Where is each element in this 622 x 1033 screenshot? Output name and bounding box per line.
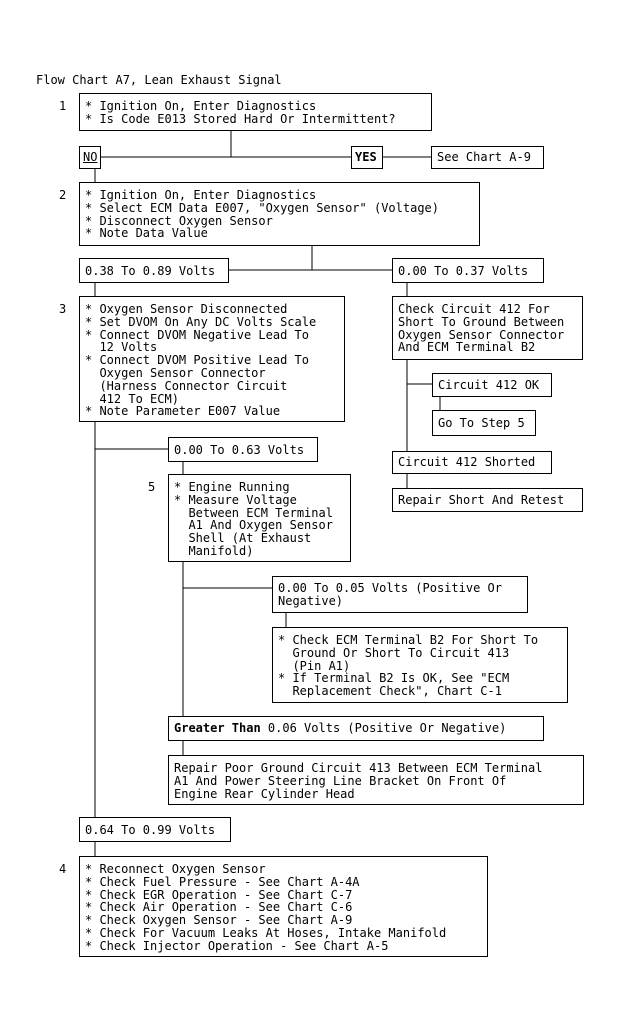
answer-yes-label: YES [355,150,377,164]
answer-no: NO [79,146,101,169]
step4-box: * Reconnect Oxygen Sensor * Check Fuel P… [79,856,488,957]
chart-title: Flow Chart A7, Lean Exhaust Signal [36,73,282,87]
see-chart-a9-box: See Chart A-9 [431,146,544,169]
range-000-037-box: 0.00 To 0.37 Volts [392,258,544,283]
check-ecm-b2-box: * Check ECM Terminal B2 For Short To Gro… [272,627,568,703]
step2-box: * Ignition On, Enter Diagnostics * Selec… [79,182,480,246]
step1-box: * Ignition On, Enter Diagnostics * Is Co… [79,93,432,131]
repair-short-retest-box: Repair Short And Retest [392,488,583,512]
answer-no-label: NO [83,150,98,164]
greater-than-rest: 0.06 Volts (Positive Or Negative) [260,721,507,735]
step-number-4: 4 [59,862,67,876]
repair-poor-ground-box: Repair Poor Ground Circuit 413 Between E… [168,755,584,805]
range-000-005-box: 0.00 To 0.05 Volts (Positive Or Negative… [272,576,528,613]
step-number-1: 1 [59,99,67,113]
greater-than-label: Greater Than [174,721,261,735]
step-number-5: 5 [148,480,156,494]
greater-than-box: Greater Than 0.06 Volts (Positive Or Neg… [168,716,544,741]
range-000-063-box: 0.00 To 0.63 Volts [168,437,318,462]
answer-yes: YES [351,146,383,169]
step3-box: * Oxygen Sensor Disconnected * Set DVOM … [79,296,345,422]
circuit-412-shorted-box: Circuit 412 Shorted [392,451,552,474]
step5-box: * Engine Running * Measure Voltage Betwe… [168,474,351,562]
check-circuit-412-box: Check Circuit 412 For Short To Ground Be… [392,296,583,360]
range-064-099-box: 0.64 To 0.99 Volts [79,817,231,842]
circuit-412-ok-box: Circuit 412 OK [432,373,552,397]
step-number-2: 2 [59,188,67,202]
go-to-step5-box: Go To Step 5 [432,410,536,436]
step-number-3: 3 [59,302,67,316]
range-038-089-box: 0.38 To 0.89 Volts [79,258,229,283]
